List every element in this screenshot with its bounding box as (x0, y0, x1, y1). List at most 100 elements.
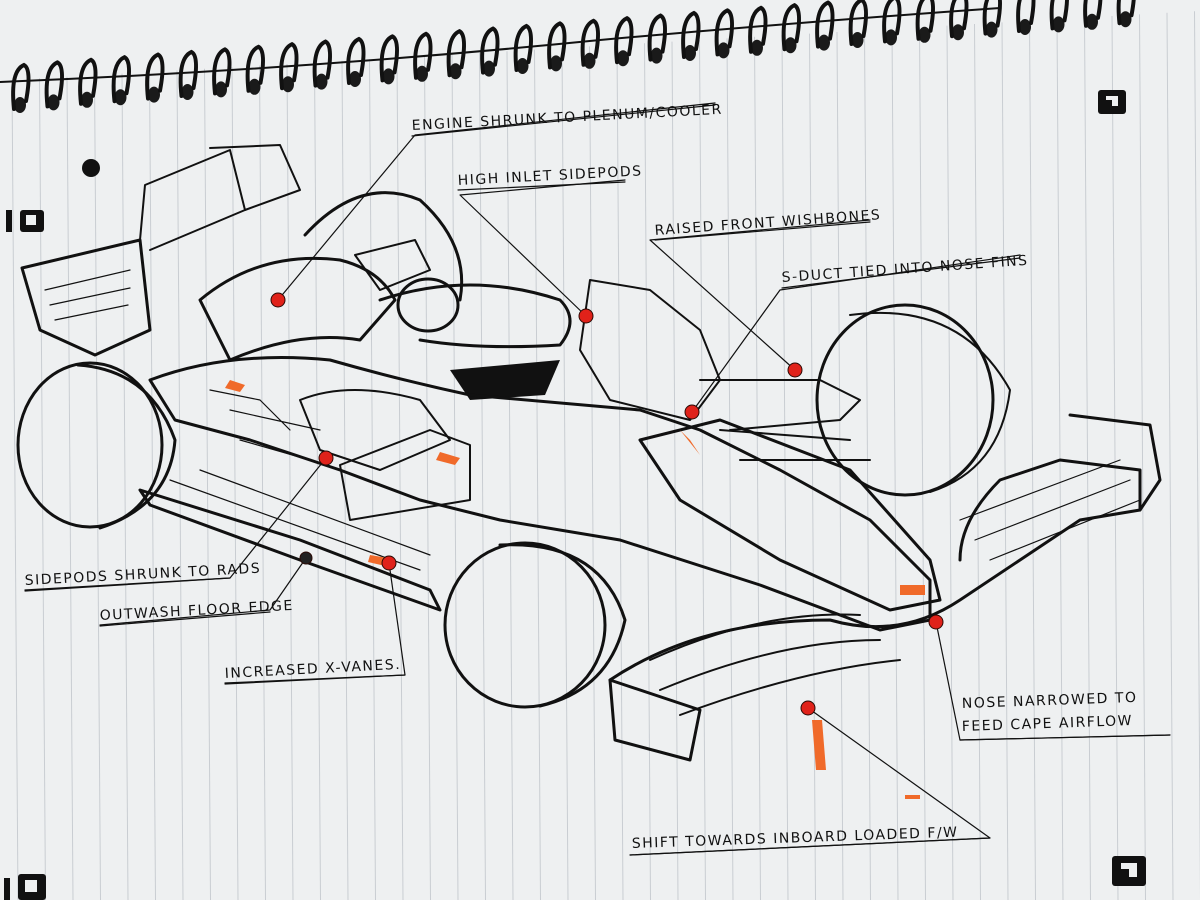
spiral-ring (44, 60, 65, 109)
binding-hole (449, 63, 462, 80)
bargeboards (209, 389, 321, 461)
spiral-ring (1049, 0, 1070, 31)
binding-hole (114, 89, 127, 106)
binding-hole (47, 94, 60, 111)
spiral-ring (982, 0, 1003, 36)
rule-line (94, 75, 101, 900)
corner-marker-icon (1098, 90, 1126, 114)
binding-hole (516, 58, 529, 74)
rule-line (974, 23, 981, 900)
rule-line (919, 27, 926, 900)
dot-sduct (684, 404, 700, 420)
binding-hole (14, 97, 26, 113)
spiral-ring (379, 34, 400, 83)
sidepod-right (579, 279, 721, 421)
rule-line (479, 52, 486, 900)
binding-hole (483, 60, 495, 77)
rule-line (66, 76, 74, 900)
binding-hole (985, 21, 998, 38)
dot-sidepods-inlet (578, 308, 594, 324)
spiral-ring (413, 31, 433, 80)
binding-hole (918, 26, 931, 43)
cockpit-opening (450, 360, 560, 400)
rule-line (891, 28, 899, 900)
dot-wing (800, 700, 816, 716)
binding-hole (1086, 13, 1098, 30)
binding-hole (617, 50, 629, 67)
rule-line (1166, 12, 1174, 900)
label-nose-line1: NOSE NARROWED TO (962, 690, 1138, 712)
rule-line (314, 62, 321, 900)
spiral-ring (681, 10, 701, 59)
spiral-ring (815, 0, 835, 49)
f1-car-sketch (16, 144, 1162, 762)
annotation-dots (270, 292, 944, 716)
binding-hole (181, 84, 194, 100)
rule-line (644, 43, 651, 900)
binding-hole (818, 34, 830, 51)
front-right-wheel (815, 303, 995, 497)
corner-marker-icon (6, 210, 44, 232)
spiral-binding (0, 0, 1136, 113)
spiral-ring (915, 0, 936, 41)
spiral-ring (245, 44, 266, 93)
binding-hole (952, 24, 964, 41)
label-underlines (24, 104, 1171, 856)
spiral-ring (279, 41, 299, 91)
rule-line (1084, 17, 1091, 900)
spiral-ring (11, 62, 31, 111)
front-left-wheel (443, 541, 607, 709)
spiral-ring (949, 0, 969, 39)
rule-line (506, 51, 514, 900)
rule-line (561, 47, 569, 900)
dot-engine (270, 292, 286, 308)
spiral-ring (312, 39, 333, 88)
corner-marker-icon (4, 874, 46, 900)
dot-nose (928, 614, 944, 630)
dot-xvanes (381, 555, 397, 571)
front-wishbone-upper (699, 379, 861, 431)
binding-hole (382, 68, 395, 85)
rule-line (204, 68, 211, 900)
sidepod-inlet (299, 389, 451, 471)
rule-line (369, 59, 376, 900)
rear-left-wheel-tread (76, 363, 177, 530)
spiral-ring (848, 0, 869, 46)
front-left-wheel-tread (498, 543, 627, 708)
rule-line (396, 57, 404, 900)
front-right-wheel-tread (849, 311, 1011, 493)
nose-cone (638, 418, 942, 612)
label-nose-line2: FEED CAPE AIRFLOW (962, 713, 1134, 735)
rule-line (1139, 14, 1146, 900)
rule-line (616, 44, 624, 900)
rule-line (864, 30, 871, 900)
front-wing-endplate-right (1068, 413, 1162, 512)
binding-hole (81, 91, 93, 108)
rule-line (176, 70, 184, 900)
binding-hole (1019, 19, 1031, 35)
rear-wing-mainplane (139, 149, 246, 251)
rear-wing-louvres (44, 269, 131, 321)
rule-line (121, 73, 129, 900)
front-wishbone-lower (719, 429, 871, 461)
rule-line (451, 54, 459, 900)
binding-hole (885, 29, 897, 46)
binding-hole (215, 81, 227, 98)
binding-hole (315, 73, 328, 90)
spiral-ring (714, 8, 735, 57)
spiral-ring (882, 0, 902, 44)
spiral-ring (1016, 0, 1036, 33)
rule-line (424, 55, 431, 900)
engine-cover (198, 256, 397, 362)
rule-line (231, 67, 239, 900)
rule-line (726, 38, 734, 900)
floor-detail (169, 469, 431, 571)
spiral-ring (1116, 0, 1136, 26)
rule-line (809, 33, 816, 900)
floor-edge (138, 488, 442, 612)
binding-hole (784, 37, 797, 54)
corner-marker-icon (1112, 856, 1146, 886)
spiral-ring (480, 26, 500, 75)
